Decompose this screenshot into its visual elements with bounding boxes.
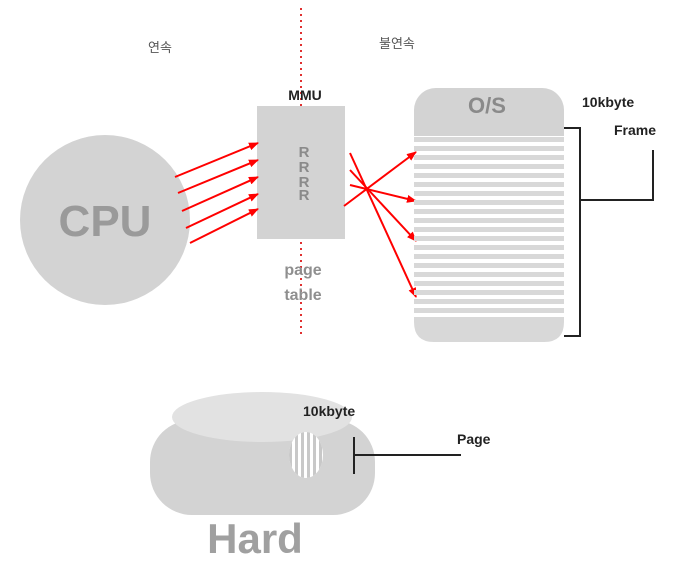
memory-frame: [414, 245, 564, 250]
frame-bracket: [564, 127, 654, 337]
cpu: CPU: [20, 135, 190, 305]
memory-frame: [414, 236, 564, 241]
memory-frames: [414, 137, 564, 322]
cpu-mmu-arrows: [174, 142, 259, 244]
memory-frame: [414, 137, 564, 142]
arrow: [181, 176, 259, 212]
cpu-label: CPU: [59, 197, 152, 246]
arrow: [174, 142, 259, 178]
hard-label: Hard: [207, 515, 303, 562]
arrow: [349, 152, 417, 298]
mmu-entry: R: [299, 159, 310, 176]
frame-label: Frame: [614, 122, 656, 138]
mmu: MMU R R R R: [257, 87, 345, 239]
mmu-label: MMU: [288, 87, 321, 103]
mmu-entry: R: [299, 144, 310, 161]
page-table-label: page: [284, 262, 321, 279]
mmu-entry: R: [299, 187, 310, 204]
memory-frame: [414, 218, 564, 223]
memory-frame: [414, 299, 564, 304]
arrow: [349, 184, 417, 203]
hard-disk: Hard: [150, 392, 375, 562]
arrow: [185, 193, 259, 229]
memory-frame: [414, 272, 564, 277]
arrow: [189, 208, 259, 244]
memory-frame: [414, 155, 564, 160]
page-label: Page: [457, 431, 491, 447]
mmu-frame-arrows: [343, 151, 417, 298]
memory-frame: [414, 290, 564, 295]
memory-frame: [414, 263, 564, 268]
arrow: [177, 159, 259, 194]
page-size-label: 10kbyte: [303, 403, 355, 419]
mmu-entry: R: [299, 174, 310, 191]
memory-frame: [414, 281, 564, 286]
page-bracket: [353, 437, 461, 474]
memory-frame: [414, 209, 564, 214]
memory-frame: [414, 182, 564, 187]
frame-size-label: 10kbyte: [582, 94, 634, 110]
os-label: O/S: [468, 93, 506, 118]
memory-frame: [414, 254, 564, 259]
memory-frame: [414, 173, 564, 178]
page-table-label: table: [284, 287, 321, 304]
memory-frame: [414, 146, 564, 151]
non-contiguous-label: 불연속: [379, 37, 415, 52]
memory-frame: [414, 191, 564, 196]
memory: O/S: [414, 88, 564, 342]
memory-frame: [414, 200, 564, 205]
disk-page-region: [289, 432, 323, 478]
contiguous-label: 연속: [148, 41, 172, 56]
memory-frame: [414, 164, 564, 169]
arrow: [349, 169, 417, 242]
memory-frame: [414, 227, 564, 232]
arrow: [343, 151, 417, 207]
memory-frame: [414, 308, 564, 313]
